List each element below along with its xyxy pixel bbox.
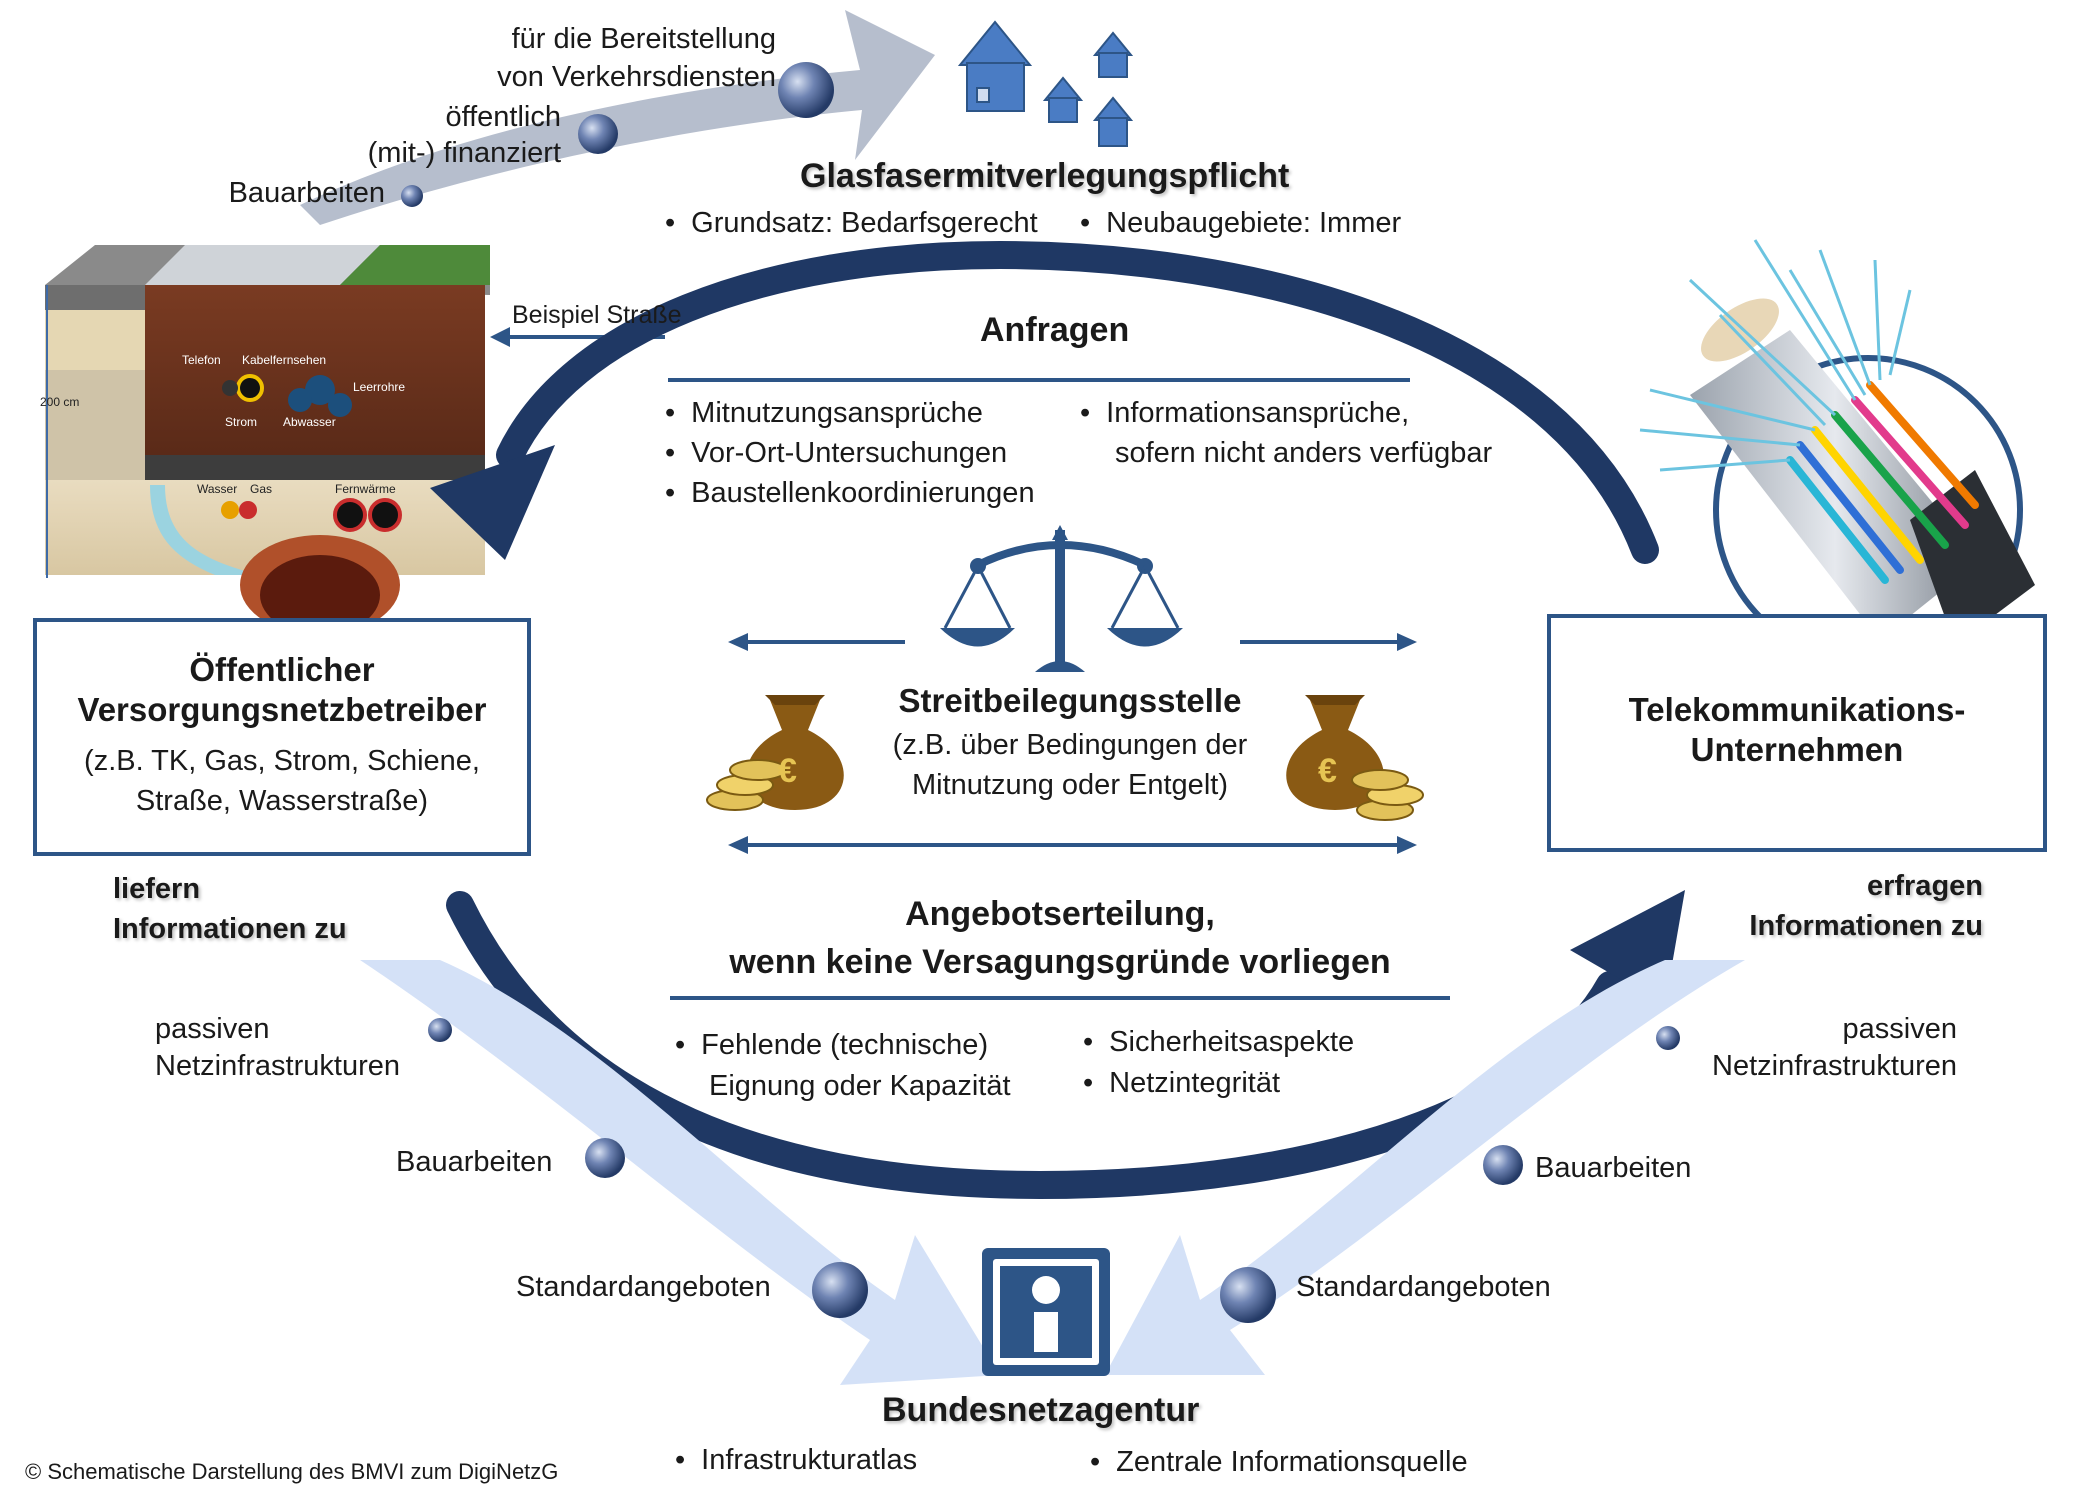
bullet-sphere	[812, 1262, 868, 1318]
operator-box: Öffentlicher Versorgungsnetzbetreiber (z…	[33, 618, 531, 856]
right-flow-item-3: Standardangeboten	[1296, 1271, 1551, 1303]
right-flow-item-2: Bauarbeiten	[1535, 1152, 1692, 1184]
right-small-arrow	[1240, 633, 1417, 651]
copyright-note: © Schematische Darstellung des BMVI zum …	[25, 1459, 559, 1484]
bullet-sphere	[585, 1138, 625, 1178]
street-strom-label: Strom	[225, 415, 258, 429]
street-wasser-label: Wasser	[197, 482, 238, 496]
operator-name-line-2: Versorgungsnetzbetreiber	[77, 691, 487, 728]
right-flow-header-line-1: erfragen	[1866, 870, 1983, 902]
operator-name-line-1: Öffentlicher	[189, 651, 375, 688]
dispute-title: Streitbeilegungsstelle	[898, 682, 1242, 719]
offer-right-bullet-1: Sicherheitsaspekte	[1083, 1022, 1354, 1062]
bullet-sphere	[778, 62, 834, 118]
offer-title-line-1: Angebotserteilung,	[905, 895, 1215, 933]
dispute-line-2: Mitnutzung oder Entgelt)	[912, 769, 1228, 801]
dispute-line-1: (z.B. über Bedingungen der	[892, 729, 1248, 761]
bullet-sphere	[428, 1018, 452, 1042]
left-flow-header-line-2: Informationen zu	[113, 913, 347, 945]
bullet-sphere	[1656, 1026, 1680, 1050]
requests-right-bullet-line-1: Informationsansprüche,	[1080, 393, 1409, 433]
left-flow-item-1-line-1: passiven	[155, 1013, 270, 1045]
scale-icon	[940, 525, 1183, 672]
agency-title: Bundesnetzagentur	[882, 1391, 1200, 1429]
right-flow-header-line-2: Informationen zu	[1749, 910, 1983, 942]
left-flow-item-3: Standardangeboten	[516, 1271, 771, 1303]
obligation-title: Glasfasermitverlegungspflicht	[800, 157, 1290, 195]
street-gas-label: Gas	[250, 482, 273, 496]
street-kabelfernsehen-label: Kabelfernsehen	[242, 353, 327, 367]
requests-left-bullet-2: Vor-Ort-Untersuchungen	[665, 433, 1007, 473]
requests-left-bullet-3: Baustellenkoordinierungen	[665, 473, 1034, 513]
street-telefon-label: Telefon	[182, 353, 221, 367]
left-flow-header-line-1: liefern	[113, 873, 201, 905]
top-arrow-item-1-line-2: von Verkehrsdiensten	[497, 61, 776, 93]
houses-icon	[957, 20, 1134, 147]
money-bag-right-icon	[1286, 695, 1424, 821]
info-icon	[982, 1248, 1110, 1376]
obligation-bullet-2: Neubaugebiete: Immer	[1080, 203, 1401, 243]
fiber-optic-cable-image	[1639, 239, 2035, 665]
offer-left-bullet-line-2: Eignung oder Kapazität	[709, 1070, 1011, 1102]
bullet-sphere	[1220, 1267, 1276, 1323]
bullet-sphere	[401, 185, 423, 207]
double-arrow	[728, 836, 1417, 854]
right-flow-item-1-line-2: Netzinfrastrukturen	[1712, 1050, 1957, 1082]
left-flow-item-2: Bauarbeiten	[396, 1146, 553, 1178]
street-cross-section	[45, 245, 490, 635]
telecom-name-line-2: Unternehmen	[1690, 731, 1904, 768]
requests-title: Anfragen	[980, 311, 1130, 349]
obligation-bullet-1: Grundsatz: Bedarfsgerecht	[665, 203, 1038, 243]
bullet-sphere	[1483, 1145, 1523, 1185]
money-bag-left-icon	[706, 695, 844, 811]
requests-arc-arrow	[430, 240, 1659, 564]
offer-title-line-2: wenn keine Versagungsgründe vorliegen	[729, 943, 1391, 981]
street-leerrohre-label: Leerrohre	[353, 380, 406, 394]
euro-symbol-right: €	[1318, 752, 1337, 790]
street-example-label: Beispiel Straße	[512, 301, 682, 329]
street-fernwaerme-label: Fernwärme	[335, 482, 396, 496]
top-arrow	[300, 10, 935, 225]
left-flow-item-1-line-2: Netzinfrastrukturen	[155, 1050, 400, 1082]
offer-right-bullet-2: Netzintegrität	[1083, 1063, 1280, 1103]
operator-examples-line-2: Straße, Wasserstraße)	[135, 785, 429, 817]
agency-bullet-1: Infrastrukturatlas	[675, 1440, 917, 1480]
telecom-name-line-1: Telekommunikations-	[1628, 691, 1966, 728]
agency-bullet-2: Zentrale Informationsquelle	[1090, 1442, 1467, 1482]
requests-left-bullet-1: Mitnutzungsansprüche	[665, 393, 983, 433]
street-depth-label: 200 cm	[40, 395, 80, 409]
operator-examples-line-1: (z.B. TK, Gas, Strom, Schiene,	[84, 745, 480, 777]
euro-symbol-left: €	[778, 752, 797, 790]
top-arrow-item-2-line-1: öffentlich	[445, 101, 561, 133]
requests-right-bullet-line-2: sofern nicht anders verfügbar	[1115, 437, 1493, 469]
top-arrow-item-3: Bauarbeiten	[228, 177, 385, 209]
bullet-sphere	[578, 114, 618, 154]
top-arrow-item-1-line-1: für die Bereitstellung	[511, 23, 776, 55]
top-arrow-item-2-line-2: (mit-) finanziert	[367, 137, 561, 169]
street-abwasser-label: Abwasser	[283, 415, 336, 429]
telecom-box: Telekommunikations- Unternehmen	[1547, 614, 2047, 852]
right-flow-item-1-line-1: passiven	[1842, 1013, 1957, 1045]
right-flow-arrow	[1105, 960, 1745, 1375]
left-small-arrow	[728, 633, 905, 651]
offer-left-bullet-line-1: Fehlende (technische)	[675, 1025, 988, 1065]
